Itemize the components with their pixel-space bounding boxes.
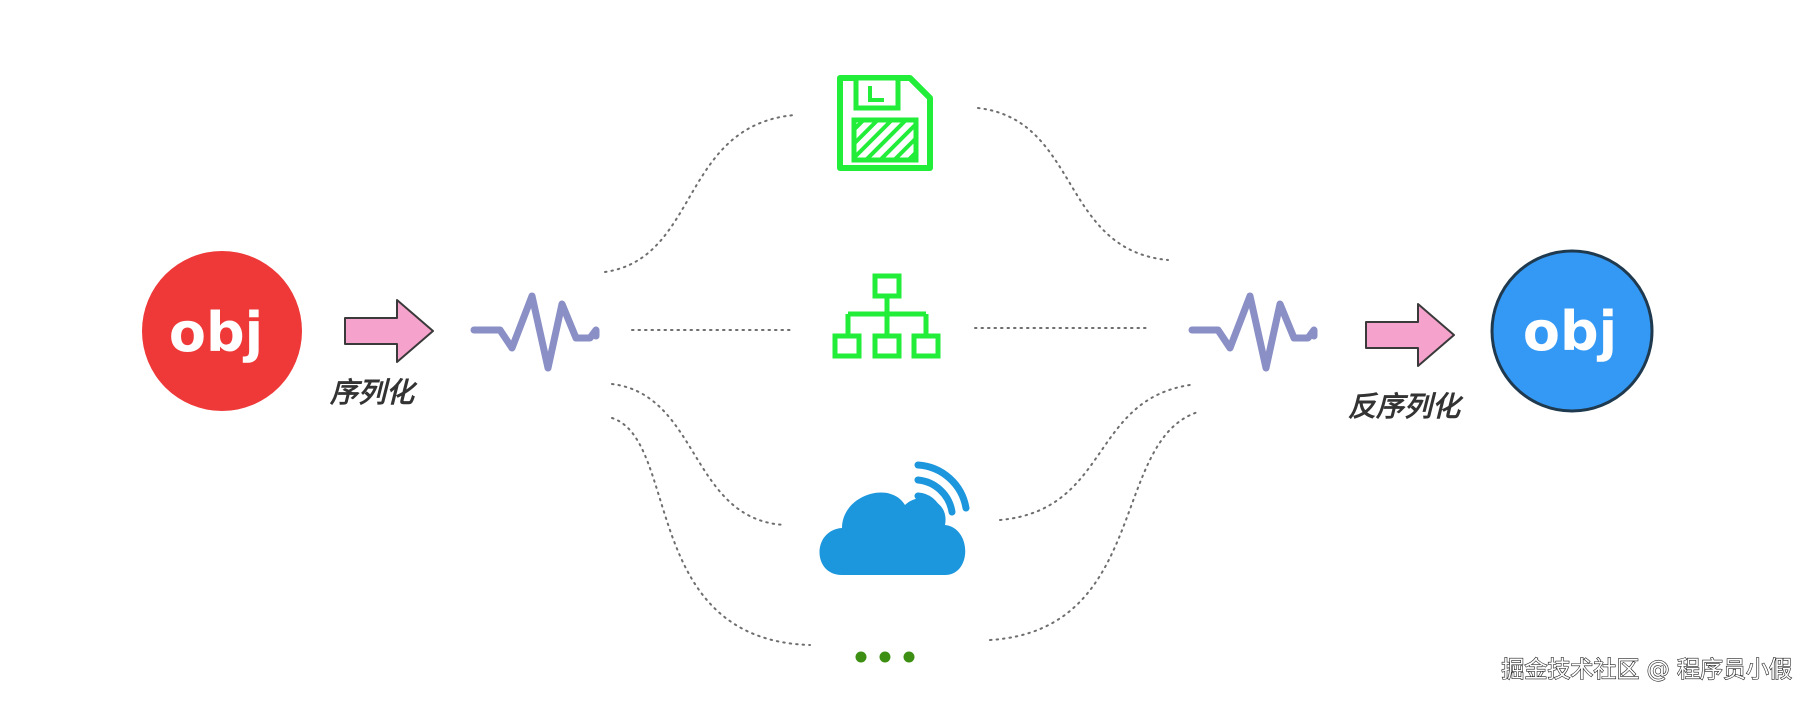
watermark: 掘金技术社区 @ 程序员小假 [1501,657,1792,683]
deserialize-arrow: 反序列化 [1348,303,1464,423]
dotted-connectors [604,107,1199,646]
deserialize-label: 反序列化 [1348,390,1464,423]
right-arrow-icon [344,299,434,363]
connector-right-bottom [989,411,1199,641]
serialize-arrow: 序列化 [329,299,434,409]
connector-right-low [999,384,1191,521]
signal-wave-icon-right [1188,292,1318,372]
target-object-label: obj [1523,300,1617,363]
right-arrow-icon [1365,303,1455,367]
save-disk-icon [837,75,933,171]
target-object-circle [1490,249,1654,413]
network-tree-icon [832,273,941,359]
signal-wave-icon-left [470,292,600,372]
connector-right-top [977,107,1169,261]
connector-left-top [604,114,796,273]
source-object-label: obj [169,301,263,364]
cloud-wireless-icon [819,461,970,575]
target-object: obj [1490,249,1654,413]
connector-left-low [611,383,786,526]
serialize-label: 序列化 [329,376,418,409]
source-object: obj [142,251,302,411]
more-dots-icon [855,651,915,663]
source-object-circle [142,251,302,411]
connector-left-bottom [611,417,811,646]
